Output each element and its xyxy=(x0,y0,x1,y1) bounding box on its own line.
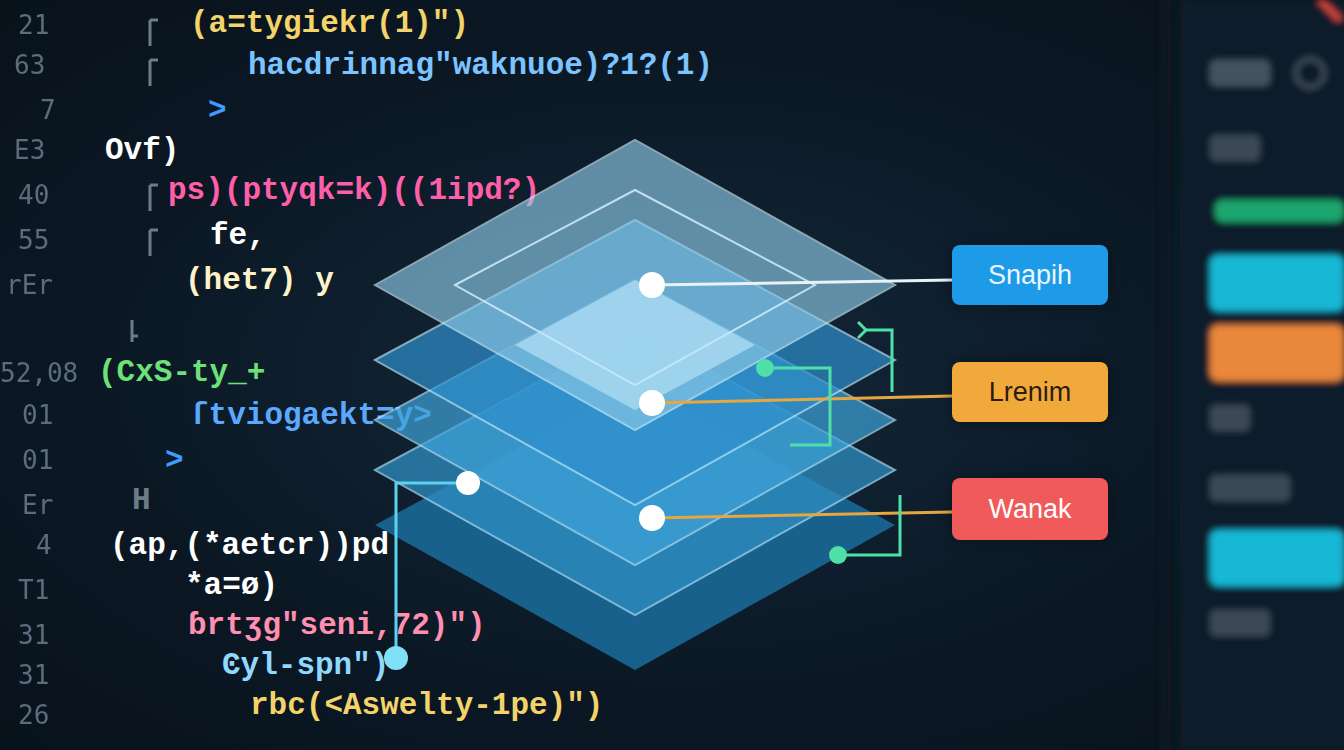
code-line: fe, xyxy=(210,220,266,251)
code-line: > xyxy=(165,445,184,476)
box-label: Lrenim xyxy=(989,377,1072,408)
code-line: ɓrtʒg"seni,72)") xyxy=(188,610,486,641)
line-number: 7 xyxy=(40,97,56,123)
code-line: (het7) y xyxy=(185,265,334,296)
box-label: Snapih xyxy=(988,260,1072,291)
code-line: (CxS-ty_+ xyxy=(98,357,265,388)
line-number: T1 xyxy=(18,577,49,603)
code-line: (ap,(*aetcr))pd xyxy=(110,530,389,561)
line-number: 63 xyxy=(14,52,45,78)
line-number: 55 xyxy=(18,227,49,253)
code-line: > xyxy=(208,95,227,126)
leader-lines xyxy=(396,280,952,658)
code-line: *a=ø) xyxy=(185,570,278,601)
line-number: E3 xyxy=(14,137,45,163)
code-line: (a=tygiekr(1)") xyxy=(190,8,469,39)
code-line: hacdrinnag"waknuoe)?1?(1) xyxy=(248,50,713,81)
indent-guides xyxy=(132,20,158,342)
line-number: 40 xyxy=(18,182,49,208)
code-line: Ovf) xyxy=(105,135,179,166)
line-number: 52,08 xyxy=(0,360,78,386)
label-box: Wanak xyxy=(952,478,1108,540)
side-panel xyxy=(1160,0,1344,750)
code-line: H xyxy=(132,485,151,516)
code-line: Ͼyl-spn") xyxy=(222,650,389,681)
line-number: 21 xyxy=(18,12,49,38)
line-number: 01 xyxy=(22,447,53,473)
line-number: 31 xyxy=(18,622,49,648)
code-line: ps)(ptyqk=k)((1ipd?) xyxy=(168,175,540,206)
connector-dots xyxy=(384,272,847,670)
code-line: rbc(<Aswelty-1pe)") xyxy=(250,690,603,721)
line-number: 4 xyxy=(36,532,52,558)
box-label: Wanak xyxy=(988,494,1071,525)
line-number: 01 xyxy=(22,402,53,428)
label-box: Snapih xyxy=(952,245,1108,305)
line-number: 31 xyxy=(18,662,49,688)
line-number: 26 xyxy=(18,702,49,728)
line-number: Er xyxy=(22,492,53,518)
line-number: rEr xyxy=(6,272,53,298)
label-box: Lrenim xyxy=(952,362,1108,422)
stacked-layers xyxy=(375,140,895,670)
